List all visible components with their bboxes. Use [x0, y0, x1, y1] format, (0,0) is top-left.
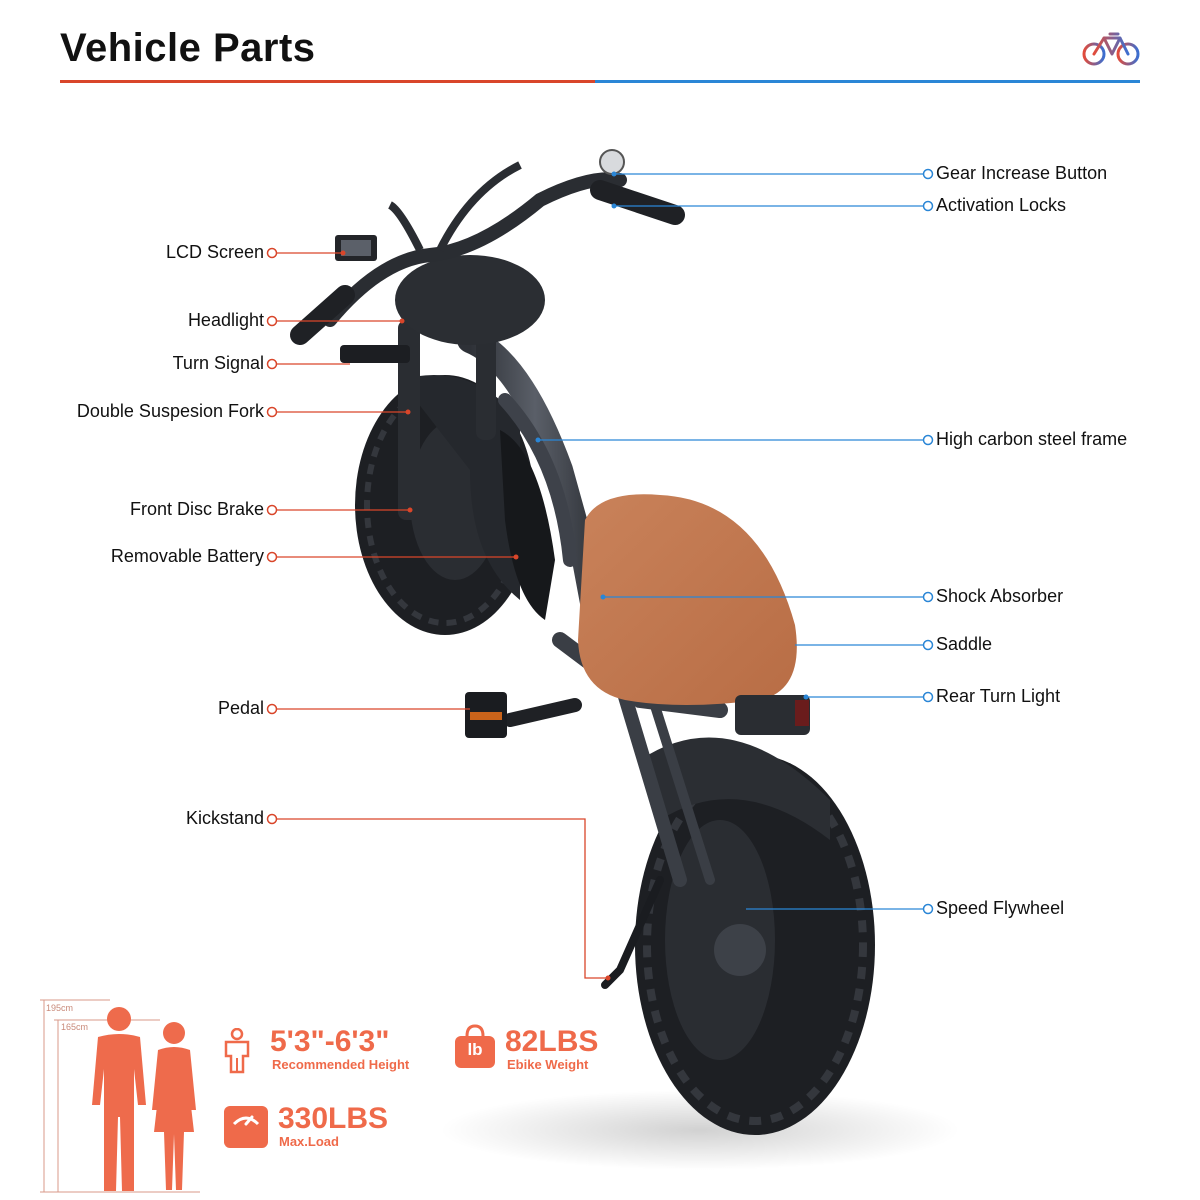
left-target-dots: [340, 250, 611, 981]
scale-load-icon: [224, 1106, 268, 1148]
stat-weight-value: 82LBS: [505, 1025, 599, 1058]
front-fork: [398, 320, 496, 520]
label-turn-signal: Turn Signal: [172, 353, 264, 373]
height-ruler: [40, 999, 200, 1193]
handlebar: [290, 149, 685, 345]
label-pedal: Pedal: [217, 698, 264, 718]
stat-weight-caption: Ebike Weight: [507, 1057, 589, 1072]
right-callout-dots: [922, 168, 934, 915]
pedal: [465, 692, 582, 738]
label-headlight: Headlight: [187, 310, 264, 330]
stat-load-value: 330LBS: [278, 1102, 389, 1135]
turn-signal-front: [340, 345, 410, 363]
label-suspension-fork: Double Suspesion Fork: [76, 401, 264, 421]
ruler-mark-195: 195cm: [46, 1003, 74, 1013]
left-callout-lines: [276, 252, 608, 979]
person-height-icon: [224, 1028, 250, 1074]
kickstand: [601, 876, 664, 989]
rear-fender: [640, 737, 830, 840]
rear-light: [735, 695, 810, 735]
right-target-dots: [535, 171, 809, 700]
title-divider: [60, 80, 1140, 83]
label-kickstand: Kickstand: [185, 808, 264, 828]
title-divider-right: [595, 80, 1140, 83]
bicycle-icon: [1082, 32, 1140, 66]
weight-icon-glyph: lb: [467, 1040, 483, 1059]
weight-bag-icon: lb: [453, 1024, 497, 1070]
label-shock-absorber: Shock Absorber: [936, 586, 1064, 606]
page-title: Vehicle Parts: [60, 26, 316, 70]
rear-wheel: [635, 755, 875, 1135]
stat-load-caption: Max.Load: [279, 1134, 339, 1149]
label-frame: High carbon steel frame: [936, 429, 1128, 449]
left-callout-dots: [266, 247, 278, 825]
ruler-mark-165: 165cm: [61, 1022, 89, 1032]
label-removable-battery: Removable Battery: [110, 546, 264, 566]
right-callout-lines: [538, 173, 924, 910]
label-rear-turn-light: Rear Turn Light: [936, 686, 1061, 706]
label-activation-locks: Activation Locks: [936, 195, 1067, 215]
headlight-housing: [395, 255, 545, 345]
man-silhouette-icon: [92, 1007, 146, 1191]
woman-silhouette-icon: [152, 1022, 196, 1190]
stat-height-caption: Recommended Height: [272, 1057, 410, 1072]
saddle: [578, 494, 797, 705]
label-lcd-screen: LCD Screen: [165, 242, 264, 262]
label-gear-increase-button: Gear Increase Button: [936, 163, 1108, 183]
stat-height-value: 5'3"-6'3": [270, 1025, 390, 1058]
label-saddle: Saddle: [936, 634, 993, 654]
label-front-disc-brake: Front Disc Brake: [129, 499, 264, 519]
ground-shadow: [440, 1090, 960, 1170]
label-speed-flywheel: Speed Flywheel: [936, 898, 1065, 918]
battery: [500, 430, 555, 620]
title-divider-left: [60, 80, 595, 83]
